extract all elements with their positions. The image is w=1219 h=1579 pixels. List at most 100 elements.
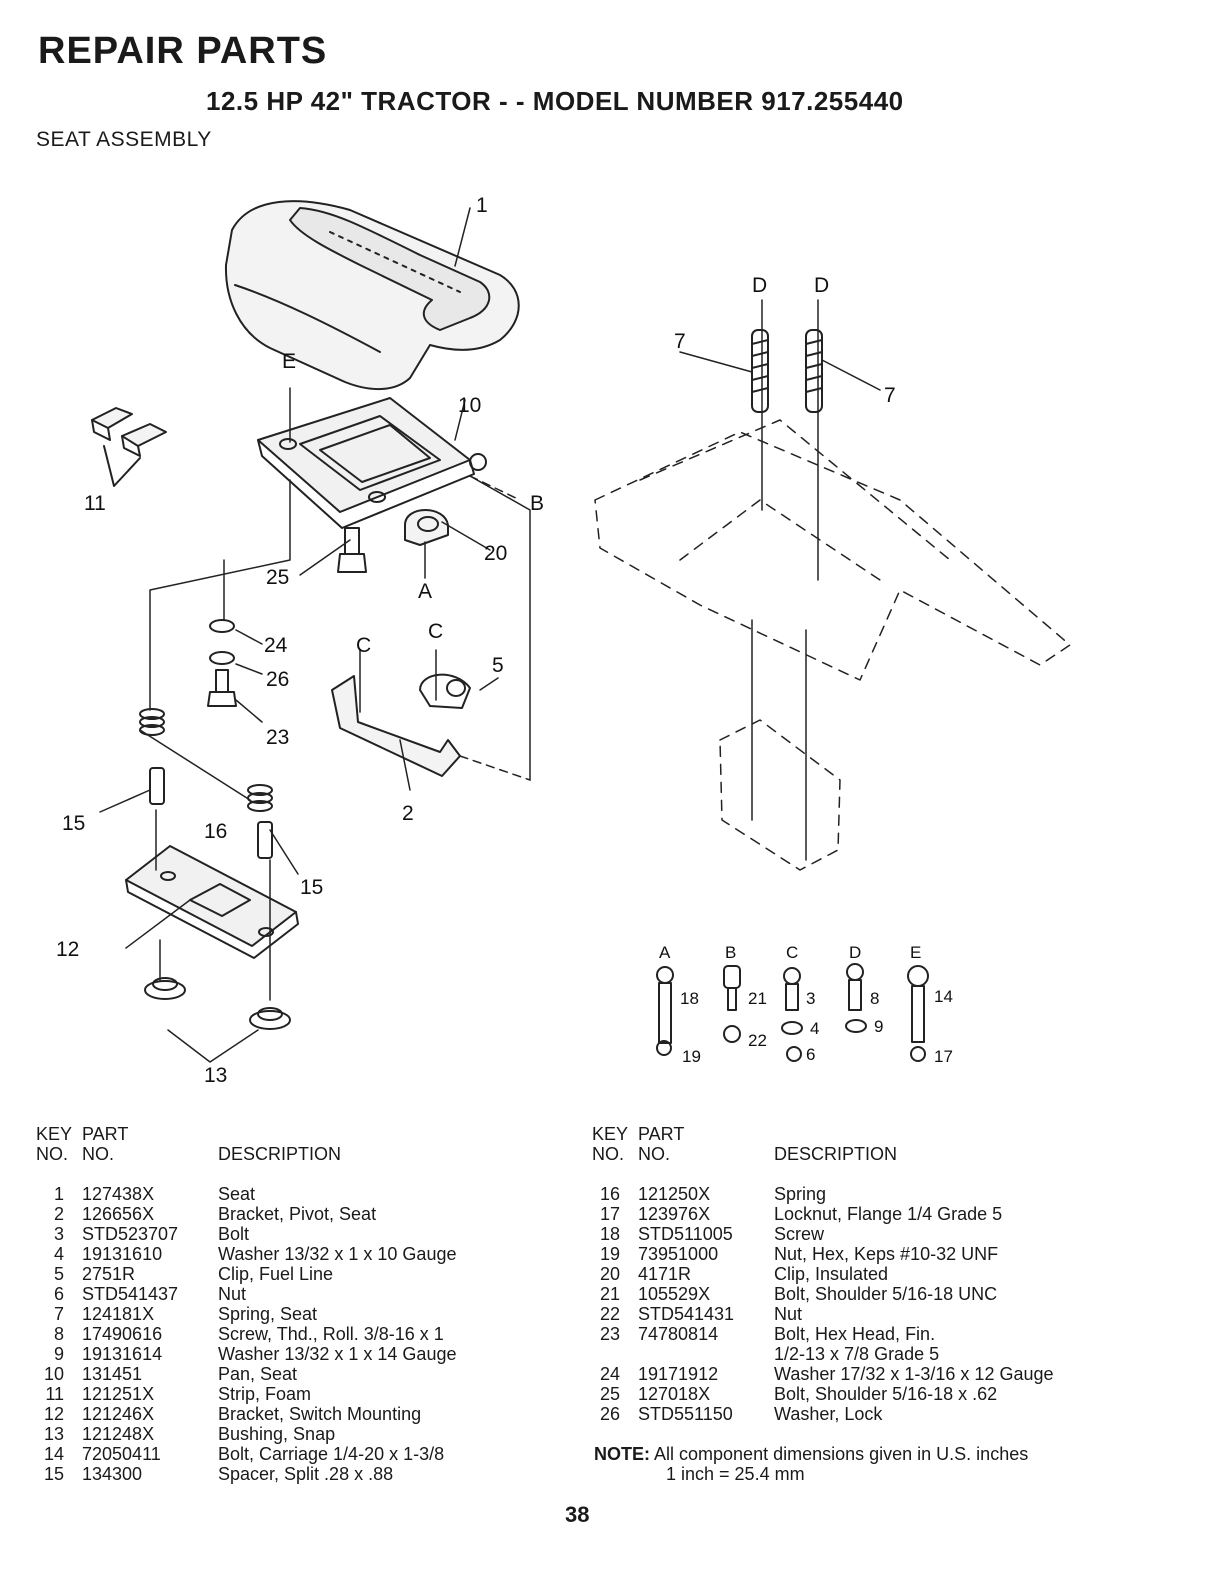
diagram-svg: 1 10 11 25 20 24 26 23 5 2 15 16 15 12 1… <box>56 194 1071 1087</box>
seat-part <box>224 200 520 391</box>
key-cell: 8 <box>53 1324 64 1344</box>
table-row: 25 127018X Bolt, Shoulder 5/16-18 x .62 <box>592 1384 1152 1404</box>
description-cell: Bracket, Switch Mounting <box>218 1404 422 1424</box>
key-cell: 20 <box>599 1264 620 1284</box>
hw-letter-C: C <box>786 943 798 962</box>
callout-26: 26 <box>266 668 289 691</box>
connector-B: B <box>530 492 544 515</box>
description-cell: Washer, Lock <box>774 1404 883 1424</box>
callout-23: 23 <box>266 726 289 749</box>
header-part-1: PART <box>638 1124 685 1144</box>
key-cell: 1 <box>53 1184 64 1204</box>
description-cell: Spring, Seat <box>218 1304 318 1324</box>
callout-labels: 1 10 11 25 20 24 26 23 5 2 15 16 15 12 1… <box>56 194 953 1087</box>
key-cell: 16 <box>599 1184 620 1204</box>
part-number-cell: 124181X <box>82 1304 155 1324</box>
washer-stack-part <box>207 619 237 707</box>
callout-1: 1 <box>476 194 488 217</box>
callout-25: 25 <box>266 566 289 589</box>
key-cell: 5 <box>53 1264 64 1284</box>
parts-table-right: KEY NO. PART NO. DESCRIPTION 16 121250X Sp… <box>592 1124 1152 1424</box>
key-cell: 13 <box>43 1424 64 1444</box>
part-number-cell: 127438X <box>82 1184 155 1204</box>
hw-17: 17 <box>934 1047 953 1066</box>
description-cell: Bolt <box>218 1224 250 1244</box>
callout-13: 13 <box>204 1064 227 1087</box>
model-subtitle: 12.5 HP 42" TRACTOR - - MODEL NUMBER 917… <box>206 86 904 116</box>
key-cell: 17 <box>599 1204 620 1224</box>
pivot-bracket-part <box>331 673 471 777</box>
header-key-2: NO. <box>36 1144 69 1164</box>
hw-9: 9 <box>874 1017 883 1036</box>
description-cell: Clip, Insulated <box>774 1264 889 1284</box>
exploded-parts-diagram: 1 10 11 25 20 24 26 23 5 2 15 16 15 12 1… <box>0 160 1219 1100</box>
key-cell: 6 <box>53 1284 64 1304</box>
part-number-cell: 19131610 <box>82 1244 163 1264</box>
description-cell: Bolt, Shoulder 5/16-18 UNC <box>774 1284 998 1304</box>
part-number-cell: 123976X <box>638 1204 711 1224</box>
hw-19: 19 <box>682 1047 701 1066</box>
connector-D-left: D <box>752 274 767 297</box>
header-key-2: NO. <box>592 1144 625 1164</box>
hw-letter-B: B <box>725 943 736 962</box>
table-header: KEY NO. PART NO. DESCRIPTION <box>592 1124 1152 1168</box>
header-key-1: KEY <box>36 1124 73 1144</box>
hw-8: 8 <box>870 989 879 1008</box>
key-cell: 24 <box>599 1364 620 1384</box>
callout-24: 24 <box>264 634 288 657</box>
page-title: REPAIR PARTS <box>38 30 328 72</box>
callout-2: 2 <box>402 802 414 825</box>
table-row: 20 4171R Clip, Insulated <box>592 1264 1152 1284</box>
part-number-cell: 121250X <box>638 1184 711 1204</box>
key-cell: 3 <box>53 1224 64 1244</box>
description-cell: Screw, Thd., Roll. 3/8-16 x 1 <box>218 1324 444 1344</box>
connector-lines <box>99 207 881 1063</box>
description-cell: 1/2-13 x 7/8 Grade 5 <box>774 1344 940 1364</box>
connector-C-left: C <box>356 634 371 657</box>
key-cell: 4 <box>53 1244 64 1264</box>
part-number-cell: 134300 <box>82 1464 143 1484</box>
part-number-cell: 127018X <box>638 1384 711 1404</box>
part-number-cell: STD523707 <box>82 1224 179 1244</box>
description-cell: Seat <box>218 1184 256 1204</box>
hw-22: 22 <box>748 1031 767 1050</box>
key-cell: 7 <box>53 1304 64 1324</box>
key-cell: 12 <box>43 1404 64 1424</box>
springs-part <box>139 708 273 859</box>
description-cell: Bolt, Hex Head, Fin. <box>774 1324 936 1344</box>
note-label: NOTE: <box>594 1444 650 1464</box>
table-row: 16 121250X Spring <box>592 1184 1152 1204</box>
part-number-cell: 19131614 <box>82 1344 163 1364</box>
description-cell: Bolt, Shoulder 5/16-18 x .62 <box>774 1384 998 1404</box>
description-cell: Nut, Hex, Keps #10-32 UNF <box>774 1244 999 1264</box>
description-cell: Spring <box>774 1184 827 1204</box>
table-row: 3 STD523707 Bolt <box>36 1224 556 1244</box>
callout-15b: 15 <box>300 876 323 899</box>
description-cell: Washer 13/32 x 1 x 10 Gauge <box>218 1244 457 1264</box>
header-part-2: NO. <box>638 1144 671 1164</box>
connector-D-right: D <box>814 274 829 297</box>
key-cell: 15 <box>43 1464 64 1484</box>
connector-C-right: C <box>428 620 443 643</box>
callout-16: 16 <box>204 820 227 843</box>
hardware-row <box>656 963 929 1062</box>
key-cell: 25 <box>599 1384 620 1404</box>
header-key-1: KEY <box>592 1124 629 1144</box>
description-cell: Clip, Fuel Line <box>218 1264 334 1284</box>
hw-letter-D: D <box>849 943 861 962</box>
callout-15a: 15 <box>62 812 85 835</box>
bushings-part <box>144 977 291 1030</box>
part-number-cell: 4171R <box>638 1264 692 1284</box>
